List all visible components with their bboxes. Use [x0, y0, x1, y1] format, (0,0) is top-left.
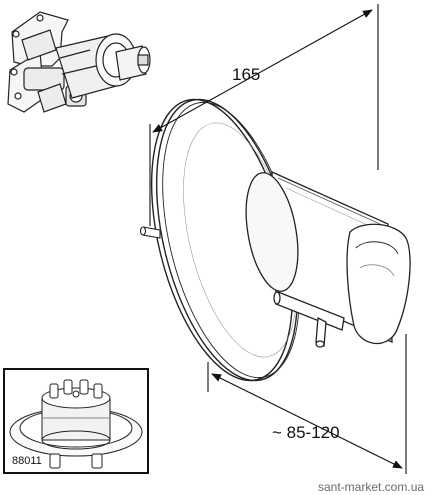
depth-dimension-line	[211, 373, 403, 469]
width-dimension-line	[152, 9, 373, 133]
mounting-stud	[139, 226, 161, 239]
width-dimension	[149, 4, 379, 226]
depth-label: ~ 85-120	[272, 423, 340, 442]
depth-dimension	[207, 334, 407, 474]
valve-body-illustration	[7, 11, 151, 113]
inset-valve-illustration	[9, 379, 143, 469]
width-label: 165	[232, 65, 260, 84]
inset-part-number: 88011	[12, 455, 42, 467]
watermark-text: sant-market.com.ua	[318, 480, 424, 494]
mixer-handle	[245, 170, 411, 348]
